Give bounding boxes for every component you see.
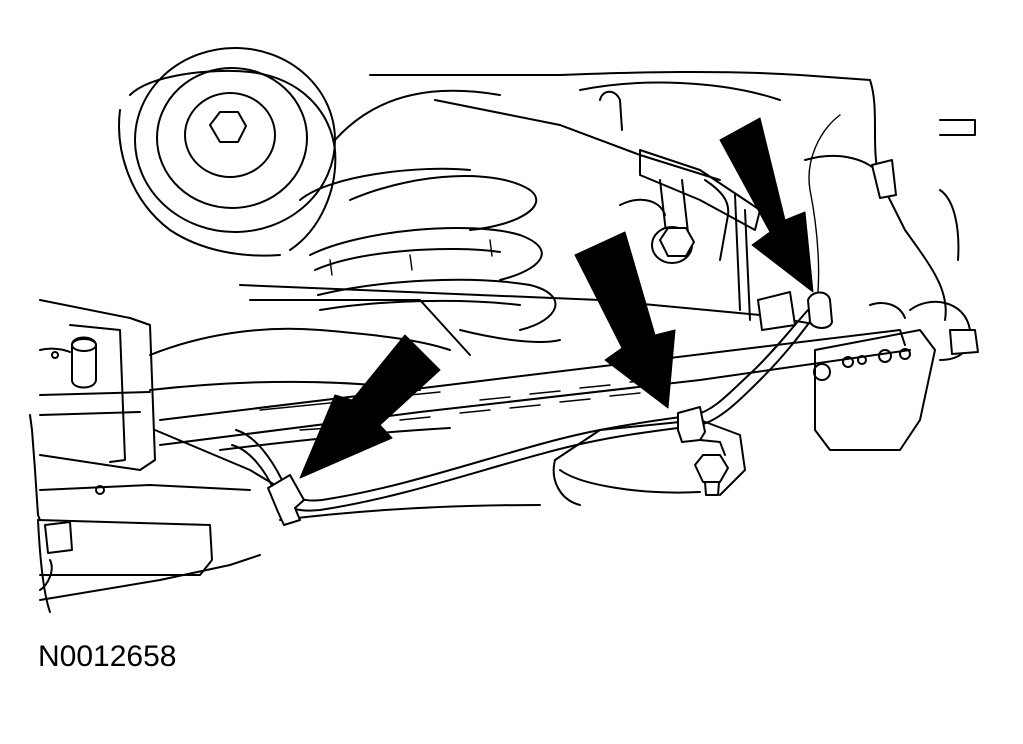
wire-harness bbox=[231, 114, 841, 526]
lower-frame bbox=[37, 484, 541, 613]
upper-link bbox=[619, 149, 761, 321]
body-outline bbox=[334, 70, 976, 321]
left-mount-bracket bbox=[29, 299, 301, 521]
right-knuckle bbox=[813, 189, 979, 451]
clip-middle bbox=[677, 406, 706, 443]
bushing-icon bbox=[71, 336, 97, 389]
hub-bolt-icon bbox=[949, 329, 979, 355]
callout-arrow-right bbox=[719, 117, 814, 293]
lower-bolt-icon bbox=[694, 454, 729, 483]
clip-left bbox=[267, 474, 305, 526]
bracket-clip bbox=[871, 159, 897, 199]
connector-block bbox=[757, 291, 796, 331]
clip-right bbox=[807, 291, 833, 329]
hex-nut-icon bbox=[209, 111, 247, 143]
figure-id-label: N0012658 bbox=[38, 640, 177, 673]
lower-mount bbox=[552, 419, 746, 506]
callout-arrow-middle bbox=[574, 231, 676, 409]
arrow-icon bbox=[574, 231, 676, 409]
connector-icon bbox=[44, 521, 73, 554]
arrow-icon bbox=[299, 334, 441, 479]
wheel-hub bbox=[118, 47, 337, 257]
arrow-icon bbox=[719, 117, 814, 293]
bolt-nut-icon bbox=[659, 227, 695, 257]
coil-spring bbox=[299, 167, 561, 343]
callout-arrow-left bbox=[299, 334, 441, 479]
